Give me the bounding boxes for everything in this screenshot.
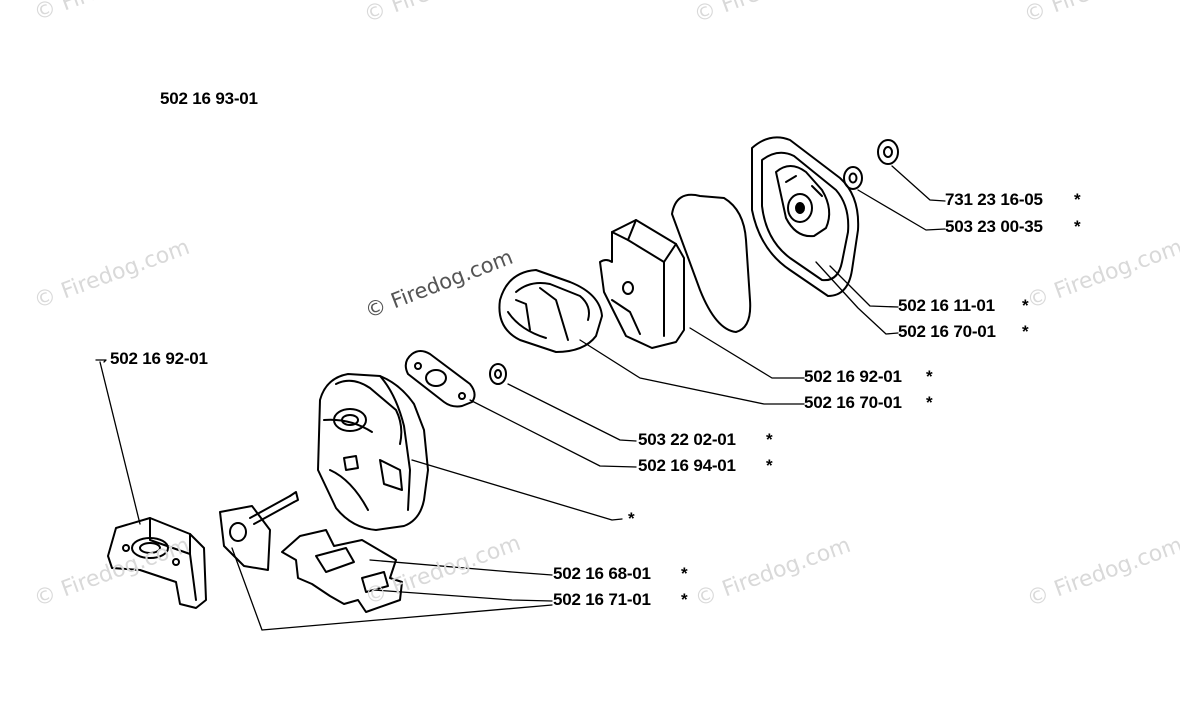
leader-lines: [95, 165, 946, 631]
part-label: 502 16 92-01: [110, 349, 208, 368]
part-label: 503 22 02-01: [638, 430, 736, 449]
part-mark: *: [926, 393, 933, 412]
part-mark: *: [628, 509, 635, 528]
part-label: 502 16 68-01: [553, 564, 651, 583]
part-mark: *: [1022, 296, 1029, 315]
carburetor-part: [317, 373, 429, 531]
gasket-part: [404, 350, 476, 408]
part-mark: *: [766, 430, 773, 449]
part-label: 502 16 70-01: [898, 322, 996, 341]
filter-cover-part: [751, 136, 860, 297]
part-mark: *: [1022, 322, 1029, 341]
part-mark: *: [926, 367, 933, 386]
filter-element-part: [498, 269, 603, 353]
part-label: 503 23 00-35: [945, 217, 1043, 236]
part-label: 731 23 16-05: [945, 190, 1043, 209]
insulator-block-part: [107, 517, 207, 609]
washer-part: [843, 166, 863, 190]
part-mark: *: [1074, 190, 1081, 209]
part-label: 502 16 92-01: [804, 367, 902, 386]
small-nut-part: [489, 363, 507, 385]
part-label: 502 16 71-01: [553, 590, 651, 609]
heat-shield-part: [281, 529, 403, 613]
part-mark: *: [681, 590, 688, 609]
part-label: 502 16 94-01: [638, 456, 736, 475]
part-mark: *: [766, 456, 773, 475]
intake-plate-part: [219, 491, 299, 571]
nut-part: [877, 139, 899, 165]
part-label: 502 16 70-01: [804, 393, 902, 412]
part-mark: *: [1074, 217, 1081, 236]
assembly-number: 502 16 93-01: [160, 89, 258, 108]
filter-holder-part: [599, 219, 685, 349]
wire-hoop-part: [671, 193, 752, 333]
part-label: 502 16 11-01: [898, 296, 995, 315]
part-mark: *: [681, 564, 688, 583]
